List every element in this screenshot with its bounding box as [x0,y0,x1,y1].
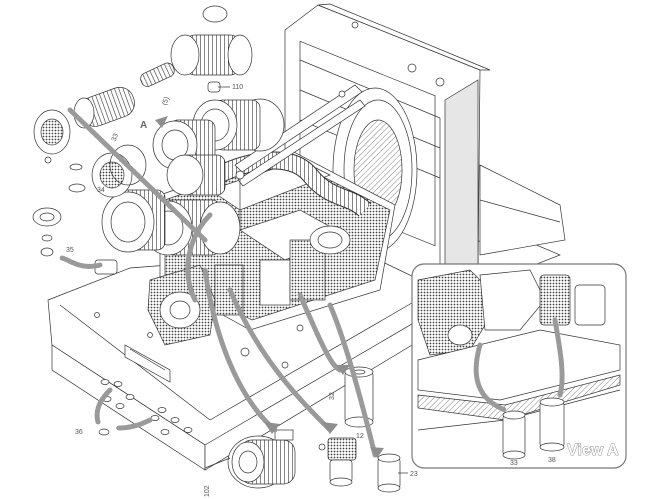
callout-left-base: 36 [75,429,83,436]
rear-drum [109,144,226,196]
front-drum [91,152,166,253]
inset-filter-left [502,410,526,460]
callout-left-filter: 33 [111,133,120,143]
callout-filter-main: 12 [356,433,364,440]
fan-shroud [332,87,418,253]
callout-canister-mid: 32 [329,392,336,400]
filter-head [318,437,357,487]
bottom-housing [204,429,296,489]
exploded-left-fittings [32,163,86,257]
view-a-label: View A [567,442,619,459]
small-filter [377,453,401,493]
view-marker-letter: A [140,120,147,131]
callout-filter-small: 23 [410,471,418,478]
callout-labels: (5) 110 33 34 35 36 102 32 12 23 [66,84,418,497]
loose-fasteners [98,379,193,436]
view-marker: A [140,116,168,131]
exploded-end-cap [33,109,71,164]
callout-inset-left: 33 [510,460,518,467]
callout-bottom-left: 102 [204,485,211,497]
inset-filter-right [539,397,565,452]
callout-top-right: 110 [232,84,243,91]
callout-inset-right: 38 [548,457,556,464]
inset-engine-detail [417,269,621,431]
exploded-small-tube [140,62,175,87]
explode-arrows [59,107,384,458]
inset-view-a: View A 33 38 [411,263,627,469]
intake-hose [195,151,372,217]
callout-left-low: 35 [66,247,74,254]
callout-upper-tube: (5) [161,96,171,106]
exploded-top-drum [170,5,253,76]
left-pump-assembly [94,259,216,346]
callout-left-mid: 34 [97,187,105,194]
